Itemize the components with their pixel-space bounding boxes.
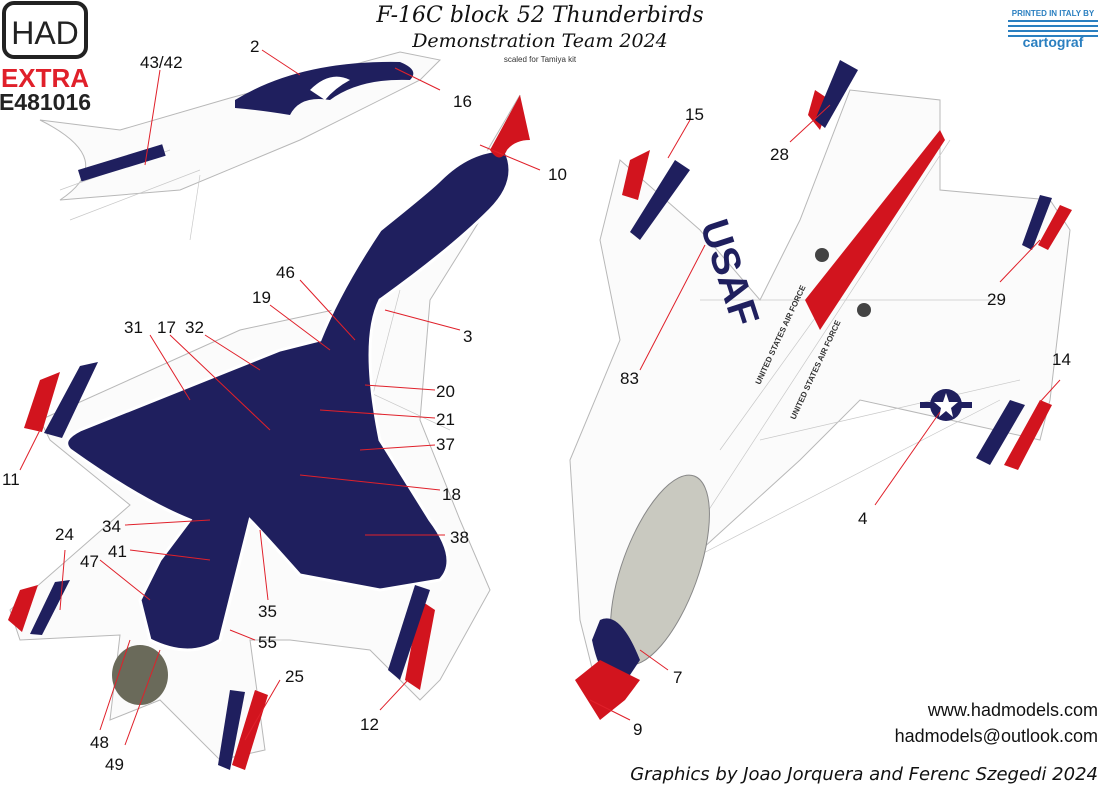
callout: 41 xyxy=(108,542,127,561)
small-insignia-2 xyxy=(857,303,871,317)
nose-red-marking xyxy=(575,660,640,720)
svg-text:HAD: HAD xyxy=(11,15,79,51)
callout: 15 xyxy=(685,105,704,124)
callout: 29 xyxy=(987,290,1006,309)
callout: 4 xyxy=(858,509,867,528)
callout: 24 xyxy=(55,525,74,544)
email-link[interactable]: hadmodels@outlook.com xyxy=(895,726,1098,746)
callout: 7 xyxy=(673,668,682,687)
callout: 37 xyxy=(436,435,455,454)
callout: 28 xyxy=(770,145,789,164)
callout: 38 xyxy=(450,528,469,547)
callout-numbers: 43/42 2 16 10 46 19 3 31 17 32 20 21 37 … xyxy=(2,37,1071,774)
scale-note: scaled for Tamiya kit xyxy=(504,55,577,64)
leader-lines xyxy=(19,49,1061,746)
callout: 49 xyxy=(105,755,124,774)
stripe-43-42 xyxy=(78,144,166,182)
callout: 35 xyxy=(258,602,277,621)
callout: 14 xyxy=(1052,350,1071,369)
callout: 47 xyxy=(80,552,99,571)
callout: 32 xyxy=(185,318,204,337)
callout: 19 xyxy=(252,288,271,307)
exhaust-nozzle xyxy=(112,645,168,705)
callout: 83 xyxy=(620,369,639,388)
thunderbird-underside-marking xyxy=(65,148,512,652)
extra-label: EXTRA xyxy=(1,63,89,93)
callout: 55 xyxy=(258,633,277,652)
callout: 31 xyxy=(124,318,143,337)
aircraft-bottom-view: USAF UNITED STATES AIR FORCE UNITED STAT… xyxy=(569,60,1072,720)
callout: 12 xyxy=(360,715,379,734)
nose-red-marking xyxy=(490,95,530,158)
sheet-title: F-16C block 52 Thunderbirds xyxy=(375,3,703,28)
callout: 10 xyxy=(548,165,567,184)
small-insignia-1 xyxy=(815,248,829,262)
callout: 43/42 xyxy=(140,53,183,72)
callout: 16 xyxy=(453,92,472,111)
national-insignia xyxy=(920,389,972,421)
callout: 46 xyxy=(276,263,295,282)
callout: 11 xyxy=(2,470,20,489)
callout: 34 xyxy=(102,517,121,536)
callout: 25 xyxy=(285,667,304,686)
aircraft-top-view xyxy=(8,94,530,770)
callout: 18 xyxy=(442,485,461,504)
product-code: E481016 xyxy=(0,89,91,115)
callout: 21 xyxy=(436,410,455,429)
svg-text:cartograf: cartograf xyxy=(1023,34,1084,50)
website-link[interactable]: www.hadmodels.com xyxy=(927,700,1098,720)
cartograf-logo: PRINTED IN ITALY BY cartograf xyxy=(1008,9,1098,50)
centerline-red-stripe xyxy=(805,130,945,330)
svg-text:PRINTED IN ITALY BY: PRINTED IN ITALY BY xyxy=(1012,9,1095,18)
had-logo: HAD EXTRA E481016 xyxy=(0,1,91,115)
callout: 3 xyxy=(463,327,472,346)
side-view-detail xyxy=(39,51,442,241)
callout: 20 xyxy=(436,382,455,401)
callout: 48 xyxy=(90,733,109,752)
callout: 17 xyxy=(157,318,176,337)
credits: Graphics by Joao Jorquera and Ferenc Sze… xyxy=(630,764,1098,785)
callout: 9 xyxy=(633,720,642,739)
sheet-subtitle: Demonstration Team 2024 xyxy=(411,30,668,52)
callout: 2 xyxy=(250,37,259,56)
